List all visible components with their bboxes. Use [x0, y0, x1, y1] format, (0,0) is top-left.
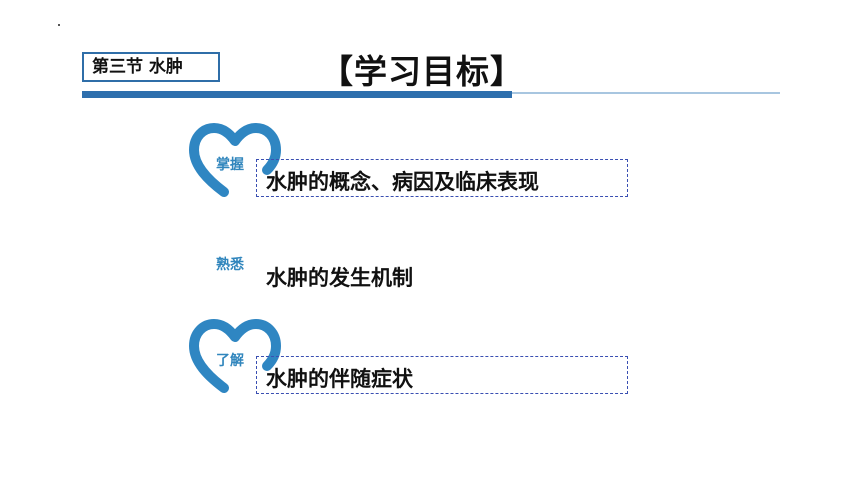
objective-text-master: 水肿的概念、病因及临床表现: [266, 170, 539, 194]
objective-text-familiar: 水肿的发生机制: [266, 266, 413, 290]
section-label-box: 第三节 水肿: [82, 52, 220, 82]
corner-dot: [58, 24, 60, 26]
title-underline-thick: [82, 91, 512, 98]
objective-text-understand: 水肿的伴随症状: [266, 367, 413, 391]
objective-level-understand: 了解: [216, 353, 244, 369]
page-title: 【学习目标】: [320, 52, 524, 91]
heart-outline-icon: [188, 318, 282, 398]
section-label: 第三节 水肿: [92, 57, 183, 77]
objective-level-familiar: 熟悉: [216, 257, 244, 273]
heart-outline-icon: [188, 122, 282, 202]
objective-box-master: [256, 159, 628, 197]
objective-box-understand: [256, 356, 628, 394]
title-underline-thin: [512, 92, 780, 94]
objective-level-master: 掌握: [216, 157, 244, 173]
